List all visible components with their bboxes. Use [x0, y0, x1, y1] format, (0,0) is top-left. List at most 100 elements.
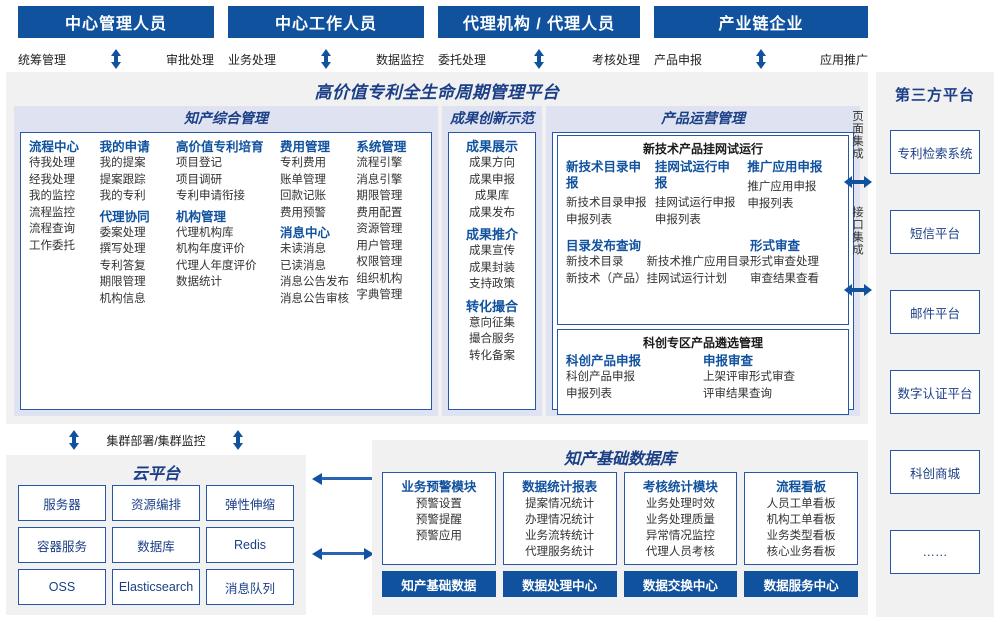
db-column-header[interactable]: 数据统计报表: [522, 480, 598, 494]
product-group-header[interactable]: 形式审查: [750, 239, 801, 253]
ach-item[interactable]: 成果宣传: [469, 245, 515, 257]
cloud-cell[interactable]: Elasticsearch: [112, 569, 200, 605]
km-group-header[interactable]: 消息中心: [279, 226, 330, 240]
product-item[interactable]: 申报列表: [654, 213, 701, 226]
km-group-header[interactable]: 代理协同: [99, 209, 150, 224]
product-group-header[interactable]: 目录发布查询: [566, 239, 642, 253]
km-item[interactable]: 消息公告审核: [279, 292, 349, 305]
ach-item[interactable]: 撮合服务: [469, 333, 515, 345]
ach-group-header[interactable]: 转化撮合: [465, 298, 518, 314]
km-item[interactable]: 专利费用: [279, 157, 326, 169]
db-item[interactable]: 人员工单看板: [766, 498, 836, 510]
db-item[interactable]: 预警应用: [415, 530, 462, 542]
km-item[interactable]: 专利答复: [99, 259, 146, 272]
km-item[interactable]: 消息公告发布: [279, 276, 349, 288]
cloud-cell[interactable]: 弹性伸缩: [206, 485, 294, 521]
third-party-item-2[interactable]: 邮件平台: [890, 290, 980, 334]
db-item[interactable]: 业务处理质量: [645, 514, 715, 526]
km-item[interactable]: 费用配置: [356, 206, 403, 219]
product-item[interactable]: 上架评审形式审查: [703, 371, 795, 383]
km-item[interactable]: 委案处理: [99, 226, 146, 239]
cloud-cell[interactable]: 消息队列: [206, 569, 294, 605]
km-item[interactable]: 提案跟踪: [99, 173, 146, 186]
db-item[interactable]: 业务类型看板: [766, 530, 836, 542]
product-group-header[interactable]: 科创产品申报: [566, 354, 642, 368]
km-group-header[interactable]: 高价值专利培育: [176, 140, 264, 154]
ach-item[interactable]: 成果封装: [469, 261, 515, 274]
km-group-header[interactable]: 流程中心: [29, 140, 80, 154]
km-item[interactable]: 项目调研: [176, 173, 223, 186]
third-party-item-3[interactable]: 数字认证平台: [890, 370, 980, 414]
cloud-cell[interactable]: 资源编排: [112, 485, 200, 521]
product-item[interactable]: 新技术（产品）挂网试运行计划: [566, 272, 727, 285]
km-group-header[interactable]: 费用管理: [279, 140, 330, 154]
km-group-header[interactable]: 我的申请: [99, 140, 150, 154]
km-group-header[interactable]: 机构管理: [176, 209, 227, 224]
km-item[interactable]: 回款记账: [279, 190, 326, 202]
db-footer-0[interactable]: 知产基础数据: [382, 571, 496, 597]
km-item[interactable]: 流程监控: [29, 206, 75, 219]
km-item[interactable]: 专利申请衔接: [176, 190, 246, 202]
cloud-cell[interactable]: OSS: [18, 569, 106, 605]
db-item[interactable]: 预警设置: [415, 498, 462, 510]
km-item[interactable]: 我的提案: [99, 157, 146, 169]
db-item[interactable]: 核心业务看板: [766, 546, 836, 558]
db-column-header[interactable]: 业务预警模块: [401, 480, 477, 494]
product-item[interactable]: 形式审查处理: [750, 256, 819, 268]
ach-item[interactable]: 成果申报: [469, 173, 515, 186]
product-group-header[interactable]: 挂网试运行申报: [654, 160, 730, 190]
km-item[interactable]: 代理机构库: [176, 226, 234, 239]
product-group-header[interactable]: 新技术目录申报: [566, 160, 642, 190]
km-item[interactable]: 未读消息: [279, 243, 326, 255]
role-box-3[interactable]: 产业链企业: [654, 6, 868, 38]
km-item[interactable]: 消息引擎: [356, 173, 403, 186]
product-group-header[interactable]: 推广应用申报: [747, 160, 823, 174]
db-footer-3[interactable]: 数据服务中心: [744, 571, 858, 597]
db-column-header[interactable]: 考核统计模块: [642, 480, 718, 494]
km-item[interactable]: 代理人年度评价: [176, 259, 257, 272]
ach-item[interactable]: 支持政策: [469, 278, 515, 290]
km-item[interactable]: 工作委托: [29, 239, 75, 252]
ach-group-header[interactable]: 成果推介: [465, 227, 518, 242]
third-party-item-0[interactable]: 专利检索系统: [890, 130, 980, 174]
db-item[interactable]: 代理人员考核: [645, 546, 715, 558]
role-box-0[interactable]: 中心管理人员: [18, 6, 214, 38]
ach-item[interactable]: 转化备案: [469, 349, 515, 362]
third-party-item-1[interactable]: 短信平台: [890, 210, 980, 254]
km-item[interactable]: 字典管理: [356, 289, 403, 301]
product-item[interactable]: 申报列表: [566, 387, 612, 400]
db-column-header[interactable]: 流程看板: [776, 480, 827, 494]
product-group-header[interactable]: 申报审查: [703, 354, 754, 368]
km-item[interactable]: 资源管理: [356, 223, 403, 235]
db-item[interactable]: 异常情况监控: [645, 530, 715, 542]
product-item[interactable]: 推广应用申报: [747, 181, 817, 193]
product-item[interactable]: 挂网试运行申报: [654, 197, 736, 209]
product-item[interactable]: 科创产品申报: [566, 371, 635, 383]
product-item[interactable]: 评审结果查询: [703, 387, 772, 400]
ach-item[interactable]: 成果发布: [469, 206, 515, 219]
product-item[interactable]: 申报列表: [747, 197, 794, 210]
role-box-1[interactable]: 中心工作人员: [228, 6, 424, 38]
km-item[interactable]: 机构年度评价: [176, 243, 246, 255]
km-item[interactable]: 已读消息: [279, 259, 326, 272]
km-item[interactable]: 待我处理: [29, 157, 75, 169]
product-item[interactable]: 新技术目录申报: [566, 197, 647, 209]
cloud-cell[interactable]: 容器服务: [18, 527, 106, 563]
cloud-cell[interactable]: 服务器: [18, 485, 106, 521]
km-item[interactable]: 数据统计: [176, 276, 223, 288]
km-item[interactable]: 项目登记: [176, 157, 223, 169]
km-item[interactable]: 账单管理: [279, 173, 326, 186]
ach-item[interactable]: 意向征集: [469, 316, 515, 329]
third-party-item-4[interactable]: 科创商城: [890, 450, 980, 494]
km-item[interactable]: 我的监控: [29, 190, 75, 202]
db-footer-1[interactable]: 数据处理中心: [502, 571, 617, 597]
db-item[interactable]: 代理服务统计: [525, 546, 595, 558]
km-item[interactable]: 组织机构: [356, 272, 403, 285]
db-item[interactable]: 办理情况统计: [525, 514, 595, 526]
product-item[interactable]: 申报列表: [566, 213, 612, 226]
km-item[interactable]: 用户管理: [356, 239, 403, 252]
db-item[interactable]: 业务流转统计: [525, 530, 595, 542]
km-item[interactable]: 权限管理: [356, 256, 403, 268]
km-item[interactable]: 我的专利: [99, 190, 146, 202]
db-item[interactable]: 预警提醒: [415, 514, 462, 526]
